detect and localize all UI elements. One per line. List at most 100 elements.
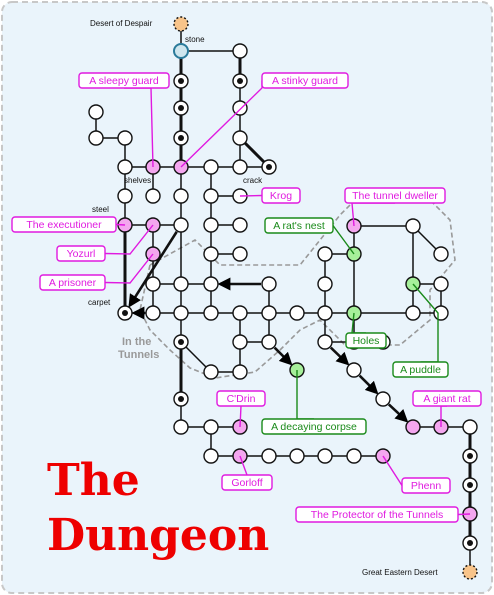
character-label-box [344,187,446,204]
locked-marker [266,164,272,170]
tunnels-region-outline [139,199,456,379]
room-node [261,305,277,321]
label-stone: stone [185,35,205,44]
locked-marker [178,135,184,141]
room-node [346,448,362,464]
room-node [203,188,219,204]
label-steel: steel [92,205,109,214]
exit-node [173,16,189,32]
one-way-path-arrow [387,403,409,423]
room-node [117,130,133,146]
character-label-box [221,474,273,491]
locked-marker [467,482,473,488]
character-label-box [295,506,459,523]
locked-marker [122,310,128,316]
one-way-path-arrow [128,231,178,308]
character-node [405,419,421,435]
label-shelves: shelves [124,176,151,185]
stone-node [173,43,189,59]
region-label-line1: In the [122,336,151,348]
character-label: A stinky guard [272,75,338,87]
room-node [433,246,449,262]
room-node [232,334,248,350]
character-label-box [11,216,117,233]
room-node [232,246,248,262]
character-label: The tunnel dweller [352,190,438,202]
region-label: In the Tunnels [118,336,159,361]
room-node [232,100,248,116]
room-node [462,419,478,435]
room-node [433,305,449,321]
object-label-box [261,418,367,435]
room-node [317,246,333,262]
room-node [145,188,161,204]
character-label-box [216,390,266,407]
one-way-path-arrow [329,346,350,366]
locked-marker [178,396,184,402]
room-node [232,130,248,146]
character-label-box [401,477,451,494]
title-line1: The [47,455,140,506]
character-label: Yozurl [67,248,96,260]
room-node [203,246,219,262]
room-node [203,364,219,380]
character-label: A prisoner [49,277,97,289]
callout-leader [115,223,126,226]
room-node [203,305,219,321]
room-node [117,159,133,175]
character-label-box [261,187,301,204]
callout-leader [104,253,154,284]
callout-leader [382,455,403,486]
room-node [289,448,305,464]
label-crack: crack [243,176,263,185]
room-node [232,43,248,59]
character-label: Phenn [411,480,442,492]
callout-leader [239,405,242,428]
character-label-box [78,72,170,89]
one-way-path-arrow [358,374,379,395]
label-south-exit: Great Eastern Desert [362,568,438,577]
room-node [261,334,277,350]
character-label: Gorloff [231,477,262,489]
object-label-box [392,361,449,378]
room-node [405,305,421,321]
room-node [232,217,248,233]
room-node [203,217,219,233]
object-label: A puddle [400,364,441,376]
object-label-box [264,217,334,234]
label-carpet: carpet [88,298,111,307]
object-label: A rat's nest [273,220,325,232]
callout-leader [239,194,263,197]
room-node [88,104,104,120]
room-node [203,419,219,435]
character-label: Krog [270,190,292,202]
locked-marker [237,78,243,84]
room-node [173,305,189,321]
object-label: A decaying corpse [271,421,357,433]
object-label: Holes [353,335,380,347]
locked-marker [178,78,184,84]
character-label: A sleepy guard [89,75,159,87]
callout-leader [239,455,248,476]
callout-leader [332,225,355,255]
title-line2: Dungeon [47,510,269,561]
room-node [405,218,421,234]
room-node [317,448,333,464]
character-label-box [412,390,482,407]
room-node [232,305,248,321]
room-node [173,188,189,204]
character-label-box [39,274,106,291]
locked-marker [178,339,184,345]
locked-marker [467,453,473,459]
room-node [173,217,189,233]
object-label-box [345,332,387,349]
room-node [261,276,277,292]
map-nodes [88,16,478,580]
room-node [173,419,189,435]
room-node [232,159,248,175]
character-label: The Protector of the Tunnels [311,509,444,521]
room-node [261,448,277,464]
callout-leader [457,513,471,516]
